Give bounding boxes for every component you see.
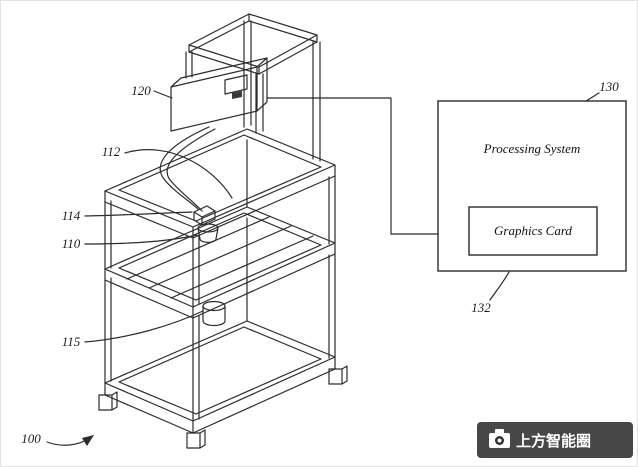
chamber-posts [104, 139, 336, 307]
leader-132 [489, 271, 510, 301]
label-130: 130 [599, 79, 619, 94]
label-100: 100 [21, 431, 41, 446]
leader-112 [124, 149, 233, 199]
component-115-shape [202, 300, 226, 327]
label-132: 132 [471, 300, 491, 315]
device-120-lens [232, 91, 242, 99]
label-114: 114 [62, 208, 81, 223]
watermark-text: 上方智能圈 [516, 432, 591, 450]
processing-system-box: Processing System [437, 100, 627, 272]
camera-icon [489, 429, 510, 448]
ref-labels: 120 112 114 110 115 100 130 132 [21, 79, 619, 446]
device-120-body [170, 57, 268, 132]
leader-114 [84, 211, 193, 217]
apparatus-drawing [98, 13, 348, 449]
label-112: 112 [102, 144, 121, 159]
tower-frame [185, 13, 321, 162]
label-120: 120 [131, 83, 151, 98]
processing-system-label: Processing System [483, 141, 581, 156]
feet [98, 365, 348, 449]
mid-shelf-frame [104, 206, 336, 319]
arrowhead-100 [82, 435, 94, 446]
label-110: 110 [62, 236, 81, 251]
lower-posts [104, 217, 336, 422]
leader-lines [46, 90, 600, 446]
leader-110 [84, 234, 198, 245]
cables [159, 126, 216, 212]
nozzle-110-shape [197, 223, 219, 243]
leader-115 [84, 310, 204, 343]
graphics-card-label: Graphics Card [494, 223, 572, 238]
sensor-114-shape [193, 205, 216, 226]
upper-rim-frame [104, 128, 336, 239]
leader-120 [153, 90, 173, 99]
base-frame [104, 320, 336, 434]
signal-connection-line [266, 97, 439, 235]
leader-130 [585, 92, 600, 102]
graphics-card-box: Graphics Card [468, 206, 598, 256]
label-115: 115 [62, 334, 81, 349]
watermark-badge: 上方智能圈 [477, 422, 633, 458]
